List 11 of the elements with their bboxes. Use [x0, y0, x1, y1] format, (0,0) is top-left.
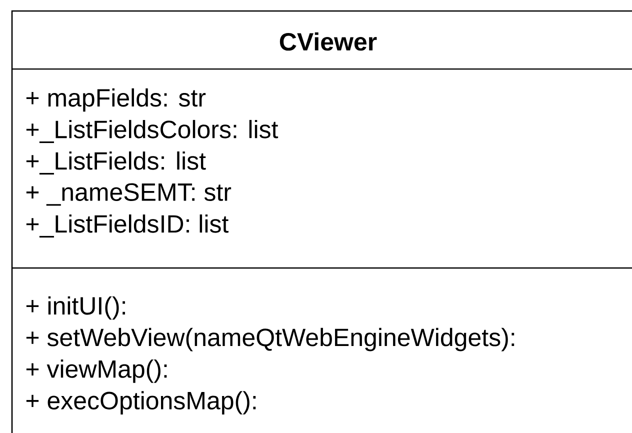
method-text: + setWebView(nameQtWebEngineWidgets):	[26, 328, 514, 352]
class-name: CViewer	[280, 32, 377, 51]
attribute-text: + mapFields: str	[26, 88, 206, 112]
method-text: + viewMap():	[26, 360, 167, 383]
attribute-text: +_ListFieldsID: list	[26, 214, 228, 238]
class-box	[11, 10, 632, 433]
method-text: + initUI():	[26, 296, 125, 320]
attribute-text: +_ListFieldsColors: list	[26, 120, 278, 144]
attribute-text: +_ListFields: list	[26, 151, 206, 175]
attribute-text: + _nameSEMT: str	[26, 183, 232, 206]
method-text: + execOptionsMap():	[26, 391, 256, 414]
